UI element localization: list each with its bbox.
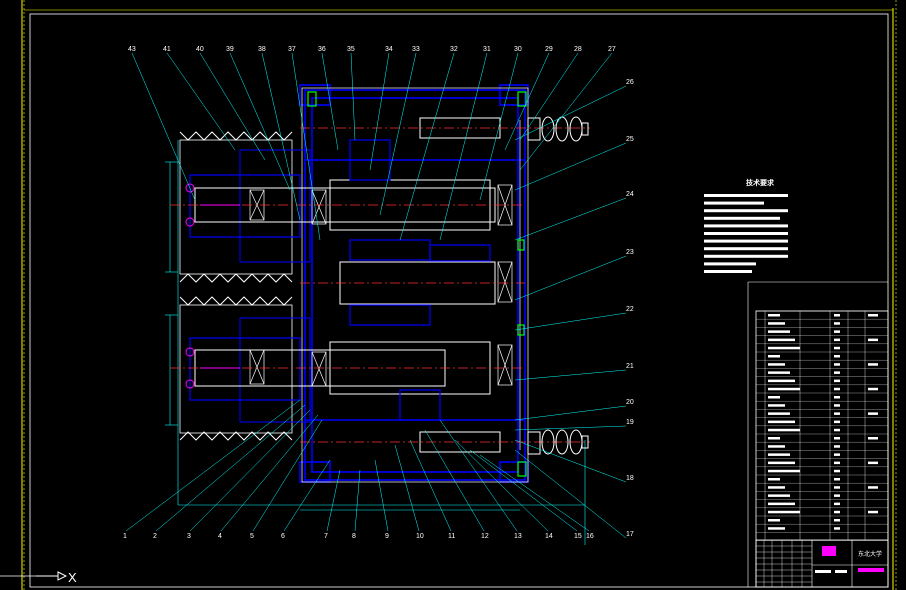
right-couplings: [527, 116, 589, 455]
shafts: [194, 117, 501, 453]
tech-requirements-title: 技术要求: [746, 178, 775, 187]
ucs-axis-icon: X: [36, 570, 77, 585]
callout-4: 4: [218, 533, 222, 540]
callout-3: 3: [187, 533, 191, 540]
callout-25: 25: [626, 136, 634, 143]
callout-27: 27: [608, 46, 616, 53]
callout-5: 5: [250, 533, 254, 540]
callout-31: 31: [483, 46, 491, 53]
callout-8: 8: [352, 533, 356, 540]
callout-13: 13: [514, 533, 522, 540]
callout-16: 16: [586, 533, 594, 540]
callout-9: 9: [385, 533, 389, 540]
callout-12: 12: [481, 533, 489, 540]
callout-20: 20: [626, 399, 634, 406]
callout-26: 26: [626, 79, 634, 86]
callout-41: 41: [163, 46, 171, 53]
callout-19: 19: [626, 419, 634, 426]
parts-list-table: [756, 310, 888, 541]
title-block-school: 东北大学: [858, 550, 882, 558]
callout-35: 35: [347, 46, 355, 53]
callouts-top: 43 41 40 39 38 37 36 35 34 33 32 31 30 29 28 27: [128, 46, 616, 53]
callout-10: 10: [416, 533, 424, 540]
title-block-cells: [756, 540, 847, 587]
callout-37: 37: [288, 46, 296, 53]
tech-requirements-lines: [704, 194, 788, 273]
callout-23: 23: [626, 249, 634, 256]
drawing-name-block: [822, 546, 836, 556]
callout-21: 21: [626, 363, 634, 370]
callout-39: 39: [226, 46, 234, 53]
callout-1: 1: [123, 533, 127, 540]
callout-15: 15: [574, 533, 582, 540]
callout-34: 34: [385, 46, 393, 53]
callout-6: 6: [281, 533, 285, 540]
bearings: [249, 184, 513, 387]
seals: [307, 91, 527, 477]
callout-29: 29: [545, 46, 553, 53]
callout-28: 28: [574, 46, 582, 53]
housing: [299, 84, 529, 483]
callout-7: 7: [324, 533, 328, 540]
tech-requirements: 技术要求: [704, 178, 788, 273]
callout-11: 11: [448, 533, 455, 540]
dimension-lines: [165, 140, 586, 545]
housing-outline: [301, 87, 529, 483]
callout-33: 33: [412, 46, 420, 53]
callout-36: 36: [318, 46, 326, 53]
callout-2: 2: [153, 533, 157, 540]
leader-lines: [125, 52, 627, 539]
lower-pulley: [179, 296, 311, 441]
callout-38: 38: [258, 46, 266, 53]
gears: [349, 139, 491, 421]
callout-32: 32: [450, 46, 458, 53]
callout-30: 30: [514, 46, 522, 53]
callout-18: 18: [626, 475, 634, 482]
callout-17: 17: [626, 531, 634, 538]
callout-14: 14: [545, 533, 553, 540]
ucs-axis-label: X: [68, 570, 77, 585]
drawing-number-block: [858, 568, 884, 572]
callout-24: 24: [626, 191, 634, 198]
callouts-right: 26 25 24 23 22 21 20 19 18 17: [626, 79, 634, 538]
callout-43: 43: [128, 46, 136, 53]
callout-40: 40: [196, 46, 204, 53]
callout-22: 22: [626, 306, 634, 313]
upper-pulley: [179, 131, 311, 283]
title-block: 东北大学: [747, 281, 889, 588]
accent-details: [185, 183, 240, 389]
